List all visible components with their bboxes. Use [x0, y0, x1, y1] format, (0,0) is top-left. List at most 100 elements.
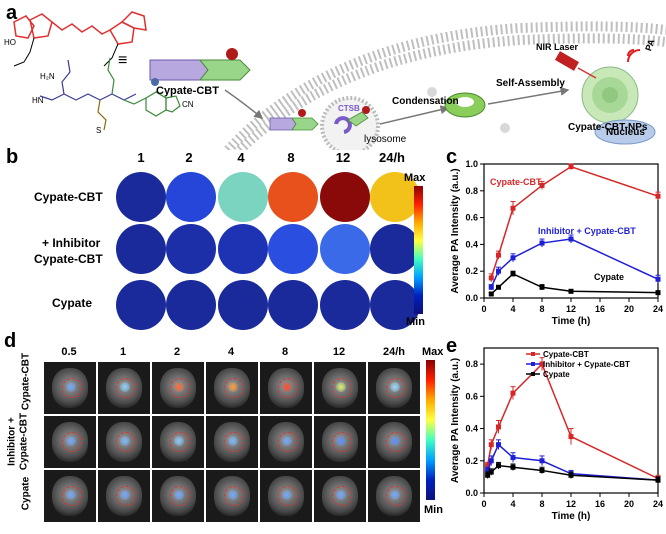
pa-well-r2-c3 — [268, 280, 318, 330]
time-label-d-4: 8 — [281, 346, 289, 358]
pa-image-r1-c0 — [44, 416, 96, 468]
roi-circle — [224, 378, 244, 398]
data-point — [510, 255, 516, 261]
pa-well-r1-c5 — [370, 224, 420, 274]
panel-label-d: d — [4, 330, 17, 352]
roi-circle — [62, 432, 82, 452]
x-tick-label: 0 — [481, 499, 486, 509]
pa-image-r0-c1 — [98, 362, 150, 414]
data-point — [488, 275, 494, 281]
pa-well-r2-c5 — [370, 280, 420, 330]
condensed-dimer-ring — [427, 87, 510, 133]
atom-ho: HO — [4, 38, 16, 47]
pa-image-r2-c6 — [368, 470, 420, 522]
data-point — [655, 193, 661, 199]
roi-circle — [332, 486, 352, 506]
legend-marker-0 — [531, 352, 535, 356]
pa-image-r1-c5 — [314, 416, 366, 468]
pa-image-r2-c4 — [260, 470, 312, 522]
intracellular-probe — [269, 109, 319, 131]
pa-signal-icon — [627, 49, 641, 63]
nanoparticle — [581, 66, 639, 124]
roi-circle — [278, 432, 298, 452]
pa-well-r0-c2 — [218, 172, 268, 222]
pa-image-r1-c1 — [98, 416, 150, 468]
time-label-b-0: 1 — [137, 150, 145, 165]
y-tick-label: 0.6 — [465, 213, 478, 223]
y-tick-label: 0.4 — [465, 239, 478, 249]
panel-label-e: e — [446, 335, 458, 357]
legend-marker-2 — [531, 372, 535, 376]
x-tick-label: 16 — [595, 304, 605, 314]
nir-laser-device — [554, 51, 597, 79]
series-line-1 — [490, 238, 659, 288]
pa-image-r2-c1 — [98, 470, 150, 522]
data-point — [496, 284, 501, 290]
time-label-b-1: 2 — [185, 150, 193, 165]
pa-image-r1-c2 — [152, 416, 204, 468]
pa-image-r0-c5 — [314, 362, 366, 414]
data-point — [496, 252, 501, 258]
data-point — [488, 442, 494, 448]
data-point — [496, 268, 501, 274]
data-point — [488, 458, 494, 464]
pa-image-r0-c4 — [260, 362, 312, 414]
colorbar-d-max: Max — [422, 346, 444, 358]
label-self-assembly: Self-Assembly — [496, 78, 565, 89]
y-tick-label: 0.6 — [465, 391, 478, 401]
roi-circle — [278, 378, 298, 398]
data-point — [568, 164, 574, 170]
x-tick-label: 4 — [510, 499, 515, 509]
data-point — [488, 291, 494, 297]
pa-well-r2-c1 — [166, 280, 216, 330]
data-point — [655, 276, 661, 282]
data-point — [655, 477, 661, 483]
data-point — [485, 467, 491, 473]
roi-circle — [386, 486, 406, 506]
series-line-0 — [490, 165, 659, 279]
colorbar-d-min: Min — [424, 504, 443, 516]
roi-circle — [332, 378, 352, 398]
pa-well-r1-c4 — [320, 224, 370, 274]
pa-image-r0-c2 — [152, 362, 204, 414]
panel-label-c: c — [446, 146, 458, 168]
label-nanoparticles: Cypate-CBT-NPs — [568, 122, 648, 133]
label-nucleus: Nucleus — [606, 127, 645, 138]
pa-well-r1-c2 — [218, 224, 268, 274]
pa-well-r0-c5 — [370, 172, 420, 222]
series-label-1: Inhibitor + Cypate-CBT — [538, 226, 636, 236]
row-label-b-inhibitor-sub: Cypate-CBT — [34, 252, 103, 266]
lysosome-vesicle — [320, 96, 380, 150]
data-point — [539, 458, 545, 464]
panel-label-a: a — [6, 2, 18, 24]
x-tick-label: 12 — [566, 499, 576, 509]
pa-well-r0-c1 — [166, 172, 216, 222]
x-tick-label: 8 — [539, 499, 544, 509]
atom-h2n: H₂N — [40, 72, 55, 81]
pa-image-r1-c6 — [368, 416, 420, 468]
y-tick-label: 0.4 — [465, 424, 478, 434]
pa-image-r0-c6 — [368, 362, 420, 414]
time-label-d-5: 12 — [332, 346, 346, 358]
series-line-2 — [490, 272, 659, 295]
row-label-d-cypate: Cypate — [20, 476, 32, 511]
atom-cn: CN — [182, 100, 194, 109]
equiv-symbol: ≡ — [118, 52, 128, 69]
x-axis-label: Time (h) — [552, 511, 591, 522]
pa-image-r2-c5 — [314, 470, 366, 522]
y-tick-label: 1.0 — [465, 159, 478, 169]
roi-circle — [224, 432, 244, 452]
label-cypate-cbt: Cypate-CBT — [156, 85, 219, 97]
legend-marker-1 — [531, 362, 535, 366]
data-point — [510, 390, 516, 396]
label-nir-laser: NIR Laser — [536, 42, 579, 52]
time-label-b-5: 24/h — [378, 150, 405, 165]
roi-circle — [116, 378, 136, 398]
time-label-d-3: 4 — [227, 346, 235, 358]
pa-well-r2-c0 — [116, 280, 166, 330]
legend-label-0: Cypate-CBT — [543, 350, 589, 359]
pa-well-r1-c1 — [166, 224, 216, 274]
cypate-structure — [13, 11, 147, 67]
panel-a-schematic — [13, 11, 666, 150]
nucleus-shape — [594, 119, 656, 145]
